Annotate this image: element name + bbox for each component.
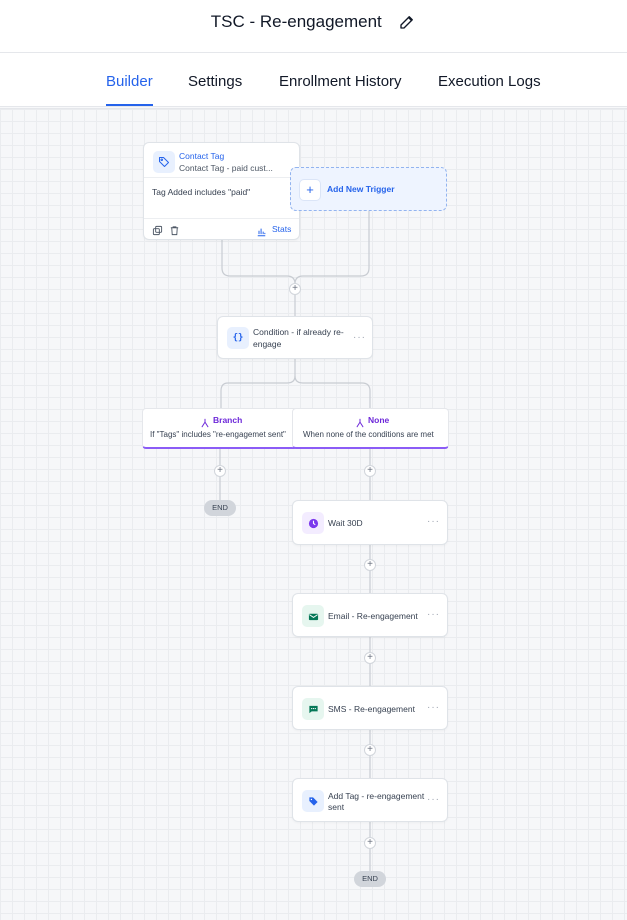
branch-split-icon (355, 415, 365, 433)
branch-title: Branch (213, 415, 243, 425)
trigger-card-contact-tag[interactable]: Contact Tag Contact Tag - paid cust... T… (143, 142, 300, 240)
trigger-title: Contact Tag (179, 151, 225, 161)
divider (144, 177, 299, 178)
tag-icon (302, 790, 324, 812)
branch-node[interactable]: Branch If "Tags" includes "re-engagemet … (142, 408, 298, 449)
copy-icon[interactable] (152, 223, 163, 241)
code-braces-icon: {} (227, 327, 249, 349)
stats-chart-icon (256, 224, 267, 242)
more-options-icon[interactable]: ··· (427, 702, 440, 713)
tag-icon (153, 151, 175, 173)
action-node-add-tag[interactable]: Add Tag - re-engagement sent ··· (292, 778, 448, 822)
add-step-plus-icon[interactable]: + (289, 283, 301, 295)
action-label: Wait 30D (328, 518, 363, 528)
more-options-icon[interactable]: ··· (353, 332, 366, 343)
action-node-email[interactable]: Email - Re-engagement ··· (292, 593, 448, 637)
action-node-sms[interactable]: SMS - Re-engagement ··· (292, 686, 448, 730)
email-icon (302, 605, 324, 627)
tab-settings[interactable]: Settings (188, 73, 243, 90)
condition-label-line2: engage (253, 339, 282, 349)
branch-split-icon (200, 415, 210, 433)
tab-enrollment-history[interactable]: Enrollment History (279, 73, 402, 90)
action-label-line2: sent (328, 802, 345, 812)
tab-builder[interactable]: Builder (106, 73, 153, 90)
divider (144, 218, 299, 219)
clock-icon (302, 512, 324, 534)
add-step-plus-icon[interactable]: + (364, 837, 376, 849)
pencil-icon[interactable] (398, 13, 416, 31)
add-step-plus-icon[interactable]: + (214, 465, 226, 477)
stats-link[interactable]: Stats (272, 224, 292, 234)
branch-description: If "Tags" includes "re-engagemet sent" (150, 430, 286, 439)
add-step-plus-icon[interactable]: + (364, 744, 376, 756)
add-step-plus-icon[interactable]: + (364, 652, 376, 664)
none-branch-title: None (368, 415, 390, 425)
trash-icon[interactable] (169, 223, 180, 241)
add-new-trigger-button[interactable]: + Add New Trigger (290, 167, 447, 211)
end-marker: END (354, 871, 386, 887)
action-label: SMS - Re-engagement (328, 704, 415, 714)
workflow-header: TSC - Re-engagement (0, 0, 627, 53)
title-wrap: TSC - Re-engagement (0, 12, 627, 36)
none-branch-node[interactable]: None When none of the conditions are met (292, 408, 449, 449)
more-options-icon[interactable]: ··· (427, 516, 440, 527)
sms-icon (302, 698, 324, 720)
trigger-filter: Tag Added includes "paid" (152, 187, 251, 197)
add-step-plus-icon[interactable]: + (364, 465, 376, 477)
workflow-title: TSC - Re-engagement (210, 12, 382, 31)
plus-icon: + (299, 179, 321, 201)
condition-label-line1: Condition - if already re- (253, 327, 344, 337)
more-options-icon[interactable]: ··· (427, 609, 440, 620)
action-label: Email - Re-engagement (328, 611, 418, 621)
more-options-icon[interactable]: ··· (427, 794, 440, 805)
tab-execution-logs[interactable]: Execution Logs (438, 73, 541, 90)
action-label-line1: Add Tag - re-engagement (328, 791, 425, 801)
add-step-plus-icon[interactable]: + (364, 559, 376, 571)
none-branch-description: When none of the conditions are met (303, 430, 434, 439)
tab-bar: Builder Settings Enrollment History Exec… (0, 53, 627, 107)
add-trigger-label: Add New Trigger (327, 184, 395, 194)
trigger-subtitle: Contact Tag - paid cust... (179, 163, 273, 173)
end-marker: END (204, 500, 236, 516)
condition-node[interactable]: {} Condition - if already re- engage ··· (217, 316, 373, 359)
action-node-wait[interactable]: Wait 30D ··· (292, 500, 448, 545)
active-tab-indicator (106, 104, 153, 106)
